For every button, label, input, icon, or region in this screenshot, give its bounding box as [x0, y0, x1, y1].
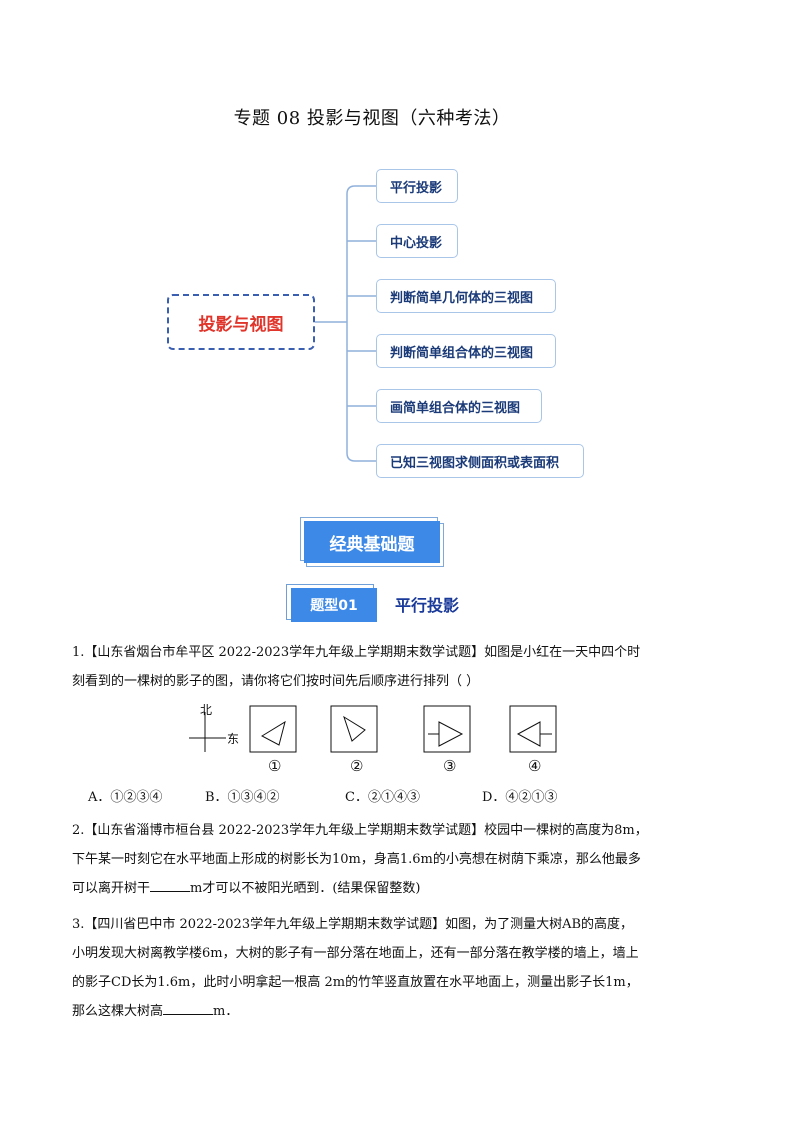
mindmap-node-parallel-projection: 平行投影 [376, 169, 458, 203]
compass-north-label: 北 [200, 703, 212, 717]
option-b[interactable]: B．①③④② [205, 790, 280, 805]
mindmap-root: 投影与视图 [167, 294, 315, 350]
shadow-diagram-4 [509, 705, 557, 753]
mindmap-node-area-from-views: 已知三视图求侧面积或表面积 [376, 444, 584, 478]
option-d[interactable]: D．④②①③ [482, 790, 558, 805]
question-3-line-4: 那么这棵大树高 m． [72, 997, 684, 1026]
question-2-line-2: 下午某一时刻它在水平地面上形成的树影长为10m，身高1.6m的小亮想在树荫下乘凉… [72, 852, 641, 867]
answer-blank-q2[interactable] [150, 879, 191, 892]
question-3-line-4-start: 那么这棵大树高 [72, 1004, 164, 1019]
compass-icon [189, 712, 226, 752]
option-c[interactable]: C．②①④③ [345, 790, 420, 805]
figure-label-3: ③ [443, 757, 456, 775]
question-1-options: A．①②③④ B．①③④② C．②①④③ D．④②①③ [88, 786, 648, 805]
section-banner: 经典基础题 [300, 517, 444, 567]
figure-label-4: ④ [528, 757, 541, 775]
question-3-line-2: 小明发现大树离教学楼6m，大树的影子有一部分落在地面上，还有一部分落在教学楼的墙… [72, 946, 639, 961]
figure-label-1: ① [268, 757, 281, 775]
mindmap-node-simple-solid-views: 判断简单几何体的三视图 [376, 279, 556, 313]
question-3-line-1: 3.【四川省巴中市 2022-2023学年九年级上学期期末数学试题】如图，为了测… [72, 917, 634, 932]
question-2-line-3: 可以离开树干 m才可以不被阳光晒到．(结果保留整数) [72, 874, 684, 903]
question-1-line-1: 1.【山东省烟台市牟平区 2022-2023学年九年级上学期期末数学试题】如图是… [72, 645, 641, 660]
question-3-line-4-end: m． [213, 1004, 239, 1019]
shadow-diagram-3 [423, 705, 471, 753]
question-3: 3.【四川省巴中市 2022-2023学年九年级上学期期末数学试题】如图，为了测… [72, 910, 684, 1026]
question-1-line-2: 刻看到的一棵树的影子的图，请你将它们按时间先后顺序进行排列（ ） [72, 674, 480, 689]
shadow-diagram-2 [330, 705, 378, 753]
compass-east-label: 东 [227, 732, 239, 746]
question-3-line-3: 的影子CD长为1.6m，此时小明拿起一根高 2m的竹竿竖直放置在水平地面上，测量… [72, 975, 639, 990]
section-banner-label: 经典基础题 [304, 521, 440, 563]
question-2: 2.【山东省淄博市桓台县 2022-2023学年九年级上学期期末数学试题】校园中… [72, 816, 684, 903]
option-a[interactable]: A．①②③④ [88, 790, 163, 805]
answer-blank-q3[interactable] [163, 1002, 214, 1015]
question-1-figure: 北 东 ① ② ③ ④ [189, 703, 557, 775]
question-1: 1.【山东省烟台市牟平区 2022-2023学年九年级上学期期末数学试题】如图是… [72, 638, 684, 696]
mindmap-node-composite-solid-views: 判断简单组合体的三视图 [376, 334, 556, 368]
mindmap-node-central-projection: 中心投影 [376, 224, 458, 258]
mindmap-connectors [315, 185, 376, 462]
figure-label-2: ② [350, 757, 363, 775]
question-2-line-3-start: 可以离开树干 [72, 881, 151, 896]
document-title: 专题 08 投影与视图（六种考法） [233, 108, 511, 129]
shadow-diagram-1 [249, 705, 297, 753]
type-tag-title: 平行投影 [395, 596, 460, 615]
question-2-line-3-end: m才可以不被阳光晒到．(结果保留整数) [190, 881, 421, 896]
question-2-line-1: 2.【山东省淄博市桓台县 2022-2023学年九年级上学期期末数学试题】校园中… [72, 823, 648, 838]
mindmap-node-draw-composite-views: 画简单组合体的三视图 [376, 389, 542, 423]
type-tag-label: 题型01 [291, 588, 377, 622]
